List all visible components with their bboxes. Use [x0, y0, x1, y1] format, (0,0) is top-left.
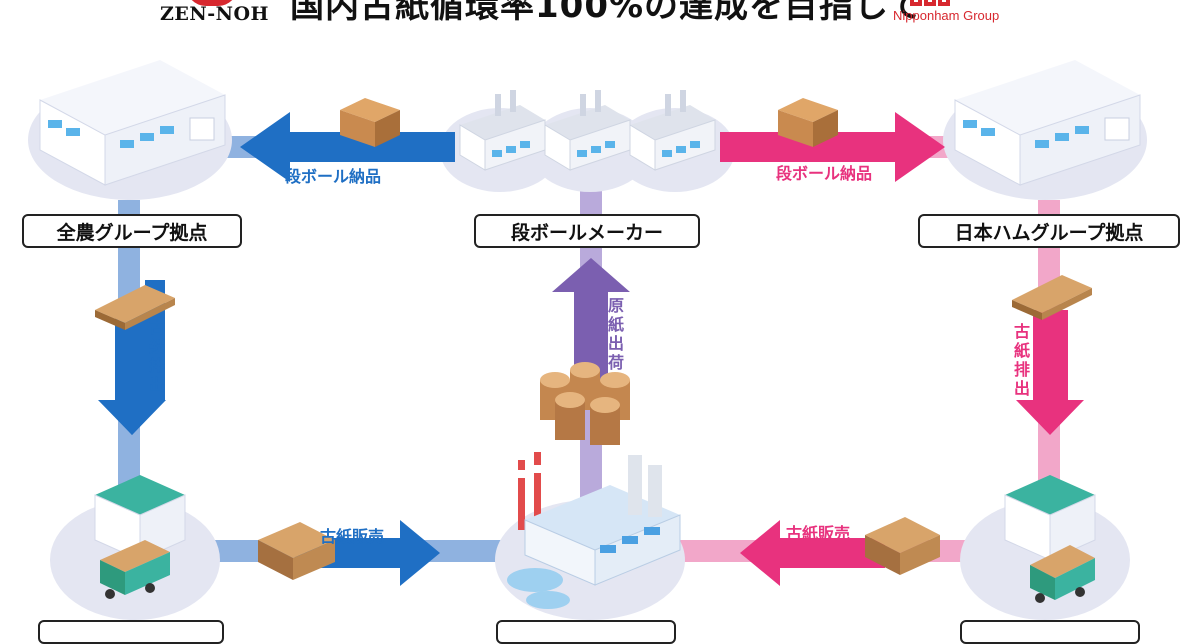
sale-arrow-right: [740, 520, 885, 586]
zennoh-base-label: 全農グループ拠点: [22, 214, 242, 248]
delivery-text-left: 段ボール納品: [285, 167, 382, 186]
nipponham-warehouse-icon: [954, 60, 1141, 186]
flattened-cardboard-icon-left: [95, 285, 175, 330]
paper-shipment-arrow: [552, 258, 630, 395]
bundled-cardboard-icon-left: [258, 522, 335, 580]
zennoh-bottom-label-box: [38, 620, 224, 644]
truck-icon-right: [1030, 545, 1095, 603]
waste-arrow-right: [1016, 310, 1084, 435]
paper-mill-label-box: [496, 620, 676, 644]
zennoh-warehouse-icon: [39, 60, 226, 186]
delivery-arrow-left: [240, 112, 455, 182]
cardboard-box-icon-right: [778, 98, 838, 147]
page-title: 国内古紙循環率100%の達成を目指して: [290, 0, 924, 26]
delivery-arrow-right: [720, 112, 945, 182]
zennoh-logo: ZEN-NOH: [160, 3, 269, 25]
recycling-diagram: ZEN-NOH 国内古紙循環率100%の達成を目指して Nipponham Gr…: [22, 0, 1180, 644]
paper-mill-icon: [507, 452, 681, 609]
nipponham-collection-facility-icon: [1004, 475, 1096, 561]
waste-text-right: 古紙排出: [1013, 322, 1030, 398]
cardboard-box-icon-left: [340, 98, 400, 147]
bundled-cardboard-icon-right: [865, 517, 940, 575]
flattened-cardboard-icon-right: [1012, 275, 1092, 320]
nipponham-bottom-label-box: [960, 620, 1140, 644]
nipponham-base-label: 日本ハムグループ拠点: [918, 214, 1180, 248]
paper-rolls-icon: [540, 362, 630, 445]
zennoh-logo-mark: [186, 0, 238, 6]
box-maker-factory-icon: [459, 90, 716, 171]
paper-shipment-text: 原紙出荷: [607, 296, 624, 372]
diagram-canvas: [28, 60, 1147, 620]
sale-text-right: 古紙販売: [786, 524, 851, 543]
delivery-text-right: 段ボール納品: [776, 164, 873, 183]
nipponham-logo-mark: [910, 0, 950, 6]
waste-text-left: 古紙排出: [148, 318, 165, 394]
nipponham-logo: Nipponham Group: [893, 8, 1000, 23]
sale-arrow-left: [295, 520, 440, 586]
truck-icon-left: [100, 540, 170, 599]
sale-text-left: 古紙販売: [320, 527, 385, 546]
box-maker-label: 段ボールメーカー: [474, 214, 700, 248]
